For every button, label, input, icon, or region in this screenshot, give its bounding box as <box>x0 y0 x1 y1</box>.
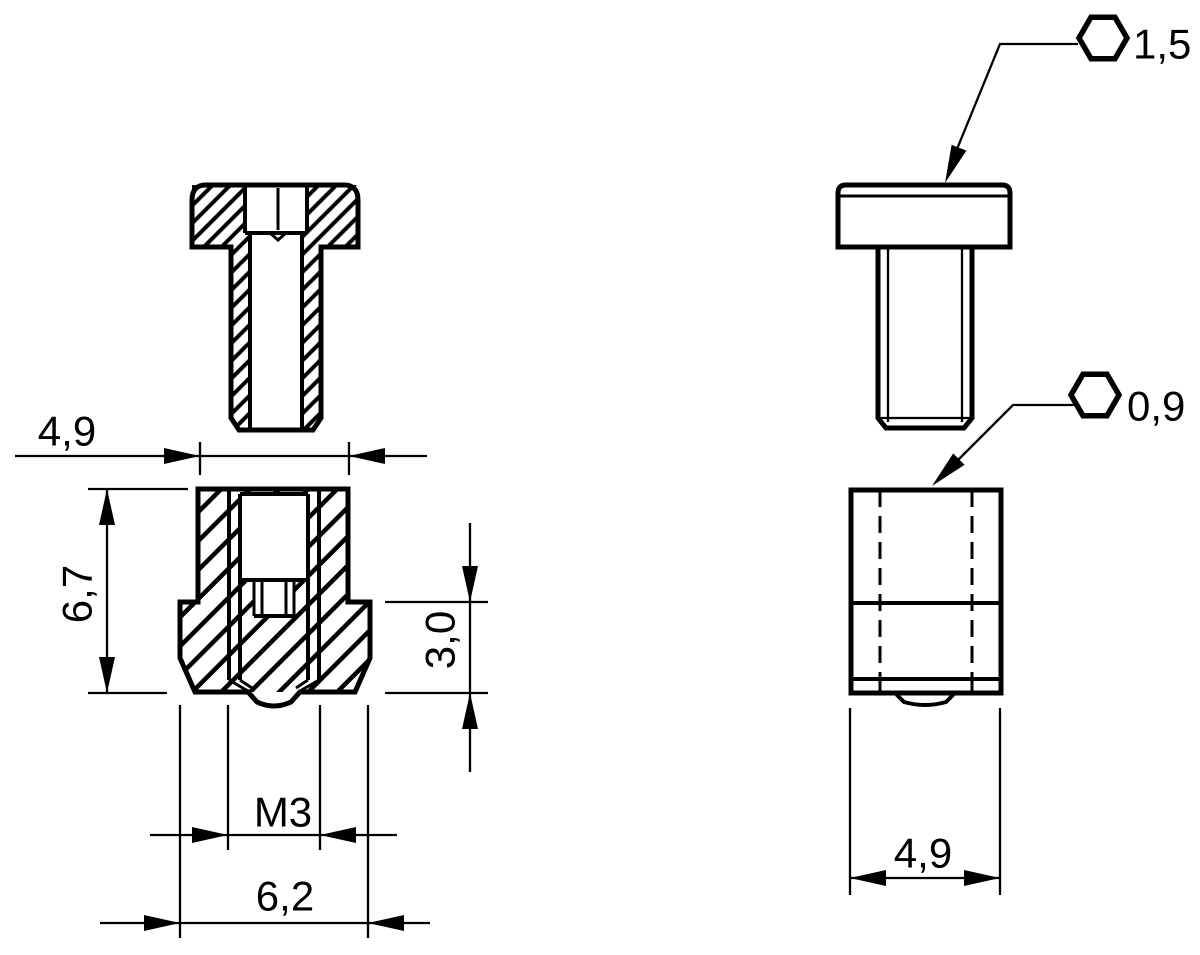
screw-side-view <box>835 182 1013 431</box>
insert-section-outline <box>177 486 373 709</box>
callout-screw-hex-key: 1,5 <box>945 14 1191 183</box>
arrowhead <box>164 448 200 464</box>
dimension-insert-flange-height: 3,0 <box>385 523 488 772</box>
extension-line <box>88 487 188 695</box>
arrowhead <box>320 827 356 843</box>
arrowhead <box>964 870 1000 886</box>
arrowhead <box>144 915 180 931</box>
dimension-label: 4,9 <box>38 408 96 455</box>
dimension-label: 4,9 <box>894 830 952 877</box>
dimension-insert-body-width: 4,9 <box>848 708 1002 895</box>
insert-section-view <box>177 486 373 709</box>
insert-side-outline <box>848 487 1004 696</box>
leader-arrowhead <box>932 453 965 486</box>
hex-socket-icon <box>1067 371 1123 419</box>
insert-section-hatch <box>180 489 370 692</box>
callout-label: 0,9 <box>1127 383 1185 430</box>
dimension-insert-total-height: 6,7 <box>54 487 188 695</box>
leader-line <box>935 403 1074 483</box>
insert-side-boss <box>893 691 957 707</box>
dimension-thread: M3 <box>150 705 397 850</box>
extension-line <box>848 708 1002 895</box>
insert-thread-exit-chamfer-right <box>295 678 320 693</box>
arrowhead <box>462 566 478 602</box>
socket-drill-point <box>269 231 287 242</box>
dimension-label: 6,2 <box>256 873 314 920</box>
screw-section-hatch-right <box>302 185 358 430</box>
arrowhead <box>192 827 228 843</box>
leader-line <box>946 42 1078 172</box>
screw-section-outline <box>189 182 361 433</box>
dimension-label: 3,0 <box>417 611 464 669</box>
arrowhead <box>462 693 478 729</box>
screw-side-head-outline <box>835 182 1013 250</box>
extension-line <box>226 705 322 850</box>
dimension-label: 6,7 <box>54 565 101 623</box>
callout-label: 1,5 <box>1133 21 1191 68</box>
screw-section-view <box>189 182 361 433</box>
arrowhead <box>99 489 115 525</box>
arrowhead <box>349 448 385 464</box>
leader-arrowhead <box>945 144 967 183</box>
insert-thread-exit-chamfer-left <box>228 678 253 693</box>
arrowhead <box>99 657 115 693</box>
extension-line <box>198 442 351 475</box>
extension-line <box>178 705 370 938</box>
dimension-label: M3 <box>254 789 312 836</box>
arrowhead <box>368 915 404 931</box>
callout-insert-hex-key: 0,9 <box>932 371 1185 486</box>
screw-side-shank-outline <box>875 247 975 431</box>
screw-section-hatch-left <box>192 185 250 430</box>
hex-socket-icon <box>1075 14 1131 62</box>
arrowhead <box>850 870 886 886</box>
insert-side-view <box>848 487 1004 707</box>
dimension-screw-head-width: 4,9 <box>15 408 427 475</box>
dimension-insert-flange-width: 6,2 <box>100 705 430 938</box>
